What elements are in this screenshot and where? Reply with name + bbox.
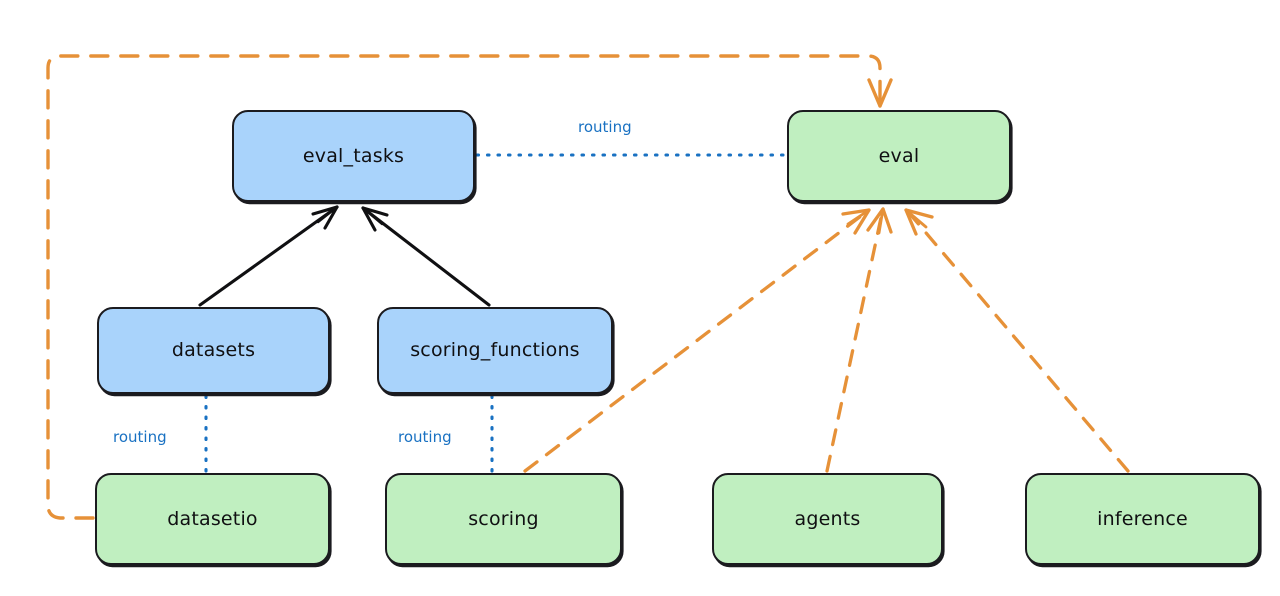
edge-inference-to-eval xyxy=(904,208,1130,473)
edge-datasets-to-eval_tasks xyxy=(198,205,339,307)
node-label: scoring_functions xyxy=(410,339,580,361)
node-label: inference xyxy=(1097,507,1188,530)
node-label: datasets xyxy=(171,339,256,361)
edge-label-routing-eval-tasks-eval: routing xyxy=(578,118,632,136)
node-agents[interactable]: agents xyxy=(712,473,943,565)
edge-label-routing-datasets-datasetio: routing xyxy=(113,428,167,446)
node-label: eval xyxy=(878,144,920,167)
edge-agents-to-eval xyxy=(825,207,893,473)
node-label: datasetio xyxy=(167,507,258,530)
node-inference[interactable]: inference xyxy=(1025,473,1260,565)
node-scoring-functions[interactable]: scoring_functions xyxy=(377,307,613,394)
edge-scoring_functions-to-eval_tasks xyxy=(361,206,491,307)
node-eval-tasks[interactable]: eval_tasks xyxy=(232,110,475,202)
node-datasets[interactable]: datasets xyxy=(97,307,330,394)
node-datasetio[interactable]: datasetio xyxy=(95,473,330,565)
node-label: eval_tasks xyxy=(302,144,405,167)
node-scoring[interactable]: scoring xyxy=(385,473,622,565)
node-label: agents xyxy=(794,507,861,530)
node-eval[interactable]: eval xyxy=(787,110,1011,202)
node-label: scoring xyxy=(468,507,539,530)
edge-label-routing-scoring-functions-scoring: routing xyxy=(398,428,452,446)
